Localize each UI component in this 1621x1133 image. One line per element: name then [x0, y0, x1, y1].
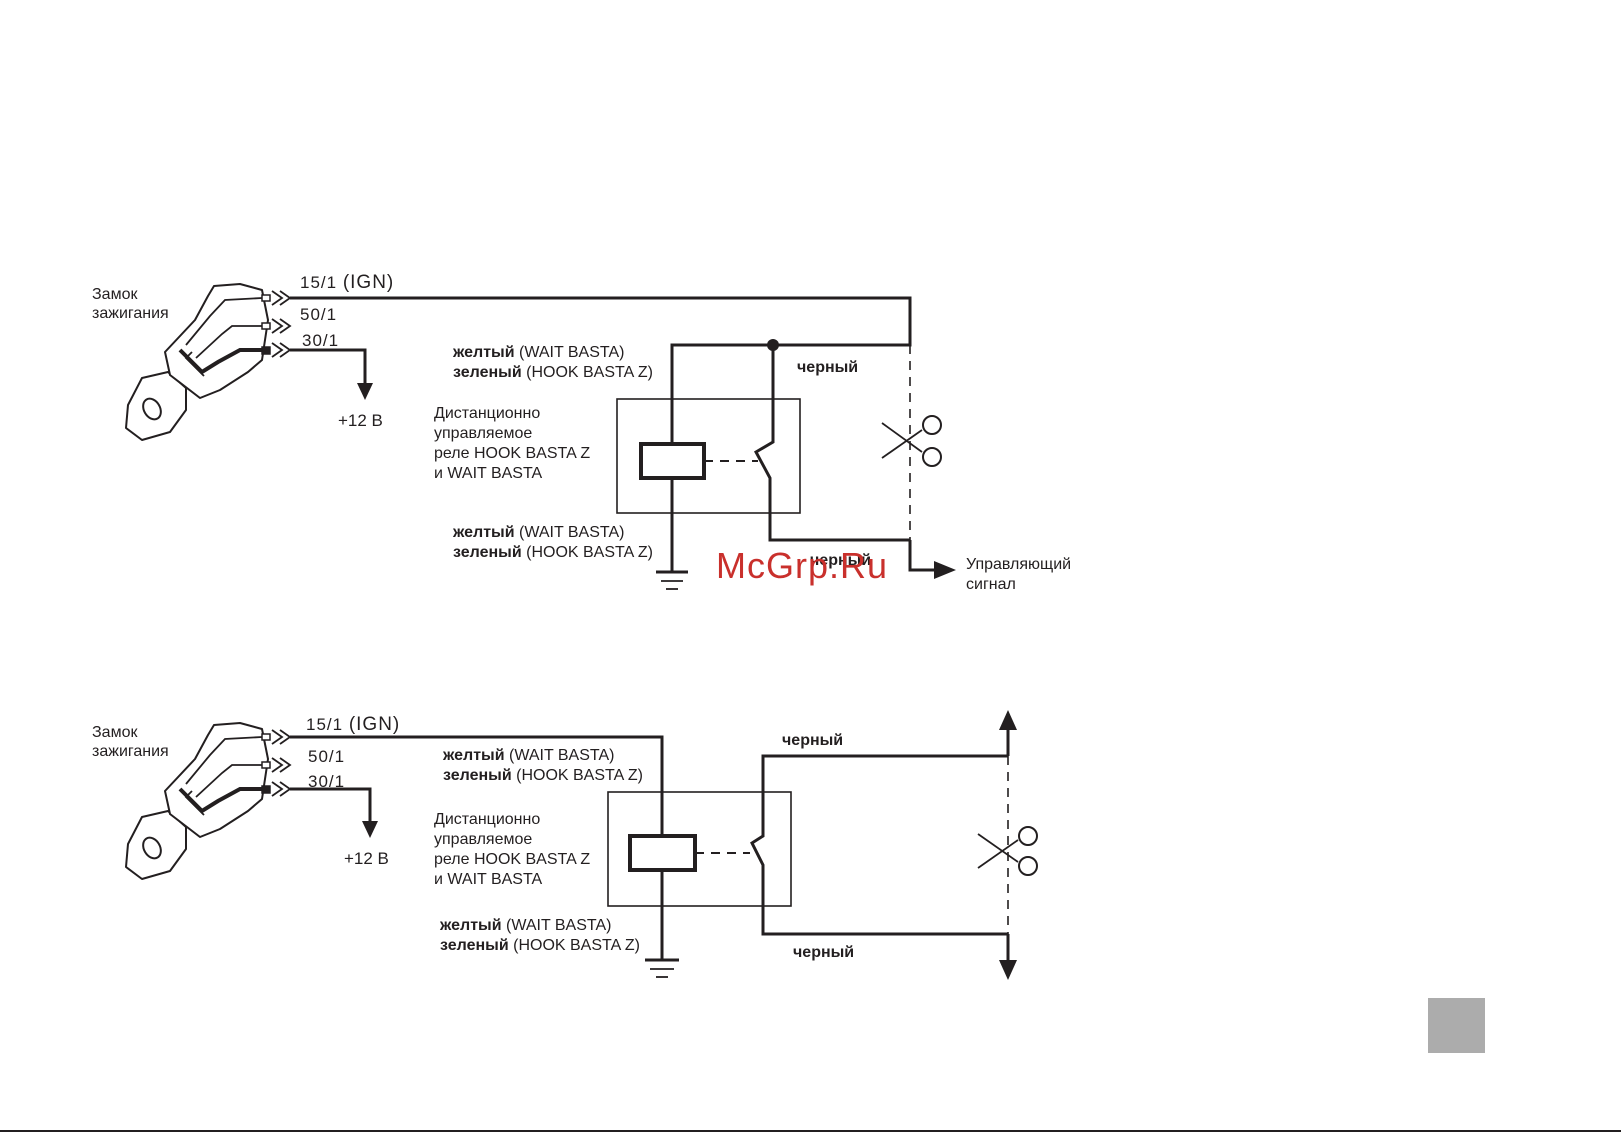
relay-label-2: управляемое — [434, 831, 532, 848]
relay-coil — [628, 834, 697, 872]
pin-start-label: 50/1 — [308, 747, 345, 766]
relay-label-1: Дистанционно — [434, 405, 540, 422]
bottom-wire-yellow: желтый (WAIT BASTA) — [452, 524, 624, 541]
terminal-30-icon — [271, 781, 292, 797]
arrow-down-icon — [999, 960, 1017, 980]
lock-label-line2: зажигания — [92, 743, 169, 760]
diagram-1: Замок зажигания 15/1 (IGN) 50/1 30/1 +12… — [92, 272, 1071, 593]
supply-label: +12 В — [338, 411, 383, 430]
page-tab — [1428, 998, 1485, 1053]
relay-label-1: Дистанционно — [434, 811, 540, 828]
top-wire-green: зеленый (HOOK BASTA Z) — [453, 364, 653, 381]
pin-battery-label: 30/1 — [308, 772, 345, 791]
pin-ign-label: 15/1 (IGN) — [306, 714, 400, 735]
control-output-wire — [908, 540, 940, 572]
scissors-icon — [977, 826, 1038, 876]
terminal-50-icon — [271, 318, 292, 334]
lock-label-line1: Замок — [92, 724, 138, 741]
terminal-50-icon — [271, 757, 292, 773]
bottom-wire-green: зеленый (HOOK BASTA Z) — [453, 544, 653, 561]
ignition-lock-icon — [125, 283, 271, 441]
control-signal-line1: Управляющий — [966, 556, 1071, 573]
relay-label-3: реле HOOK BASTA Z — [434, 445, 590, 462]
ground-icon — [656, 570, 688, 590]
pin-ign-label: 15/1 (IGN) — [300, 272, 394, 293]
scissors-icon — [881, 415, 942, 467]
relay-coil — [639, 442, 706, 480]
top-wire-green: зеленый (HOOK BASTA Z) — [443, 767, 643, 784]
control-signal-line2: сигнал — [966, 576, 1016, 593]
pin-battery-label: 30/1 — [302, 331, 339, 350]
black-wire-top-label: черный — [782, 732, 843, 749]
wire-battery — [290, 787, 372, 826]
ignition-lock-icon — [125, 722, 271, 880]
black-wire-top-label: черный — [797, 359, 858, 376]
lock-label-line2: зажигания — [92, 305, 169, 322]
relay-label-2: управляемое — [434, 425, 532, 442]
wire-ign — [290, 735, 664, 836]
relay-contact-top — [750, 754, 1008, 936]
relay-box — [616, 398, 801, 514]
top-wire-yellow: желтый (WAIT BASTA) — [452, 344, 624, 361]
relay-box — [607, 791, 792, 907]
ground-icon — [645, 958, 679, 978]
arrow-right-icon — [934, 561, 956, 579]
relay-label-4: и WAIT BASTA — [434, 465, 543, 482]
black-wire-bottom-label: черный — [810, 552, 871, 569]
arrow-down-icon — [362, 821, 378, 838]
watermark: McGrp.Ru — [716, 545, 888, 586]
relay-label-3: реле HOOK BASTA Z — [434, 851, 590, 868]
lock-label-line1: Замок — [92, 286, 138, 303]
bottom-wire-yellow: желтый (WAIT BASTA) — [439, 917, 611, 934]
wire-battery — [290, 348, 367, 388]
top-wire-yellow: желтый (WAIT BASTA) — [442, 747, 614, 764]
black-wire-bottom-label: черный — [793, 944, 854, 961]
relay-label-4: и WAIT BASTA — [434, 871, 543, 888]
diagram-2: Замок зажигания 15/1 (IGN) 50/1 30/1 +12… — [92, 710, 1038, 980]
terminal-15-icon — [271, 290, 292, 306]
relay-contact — [753, 345, 910, 542]
terminal-15-icon — [271, 729, 292, 745]
bottom-wire-green: зеленый (HOOK BASTA Z) — [440, 937, 640, 954]
terminal-30-icon — [271, 342, 292, 358]
arrow-up-icon — [999, 710, 1017, 730]
supply-label: +12 В — [344, 849, 389, 868]
pin-start-label: 50/1 — [300, 305, 337, 324]
arrow-down-icon — [357, 383, 373, 400]
